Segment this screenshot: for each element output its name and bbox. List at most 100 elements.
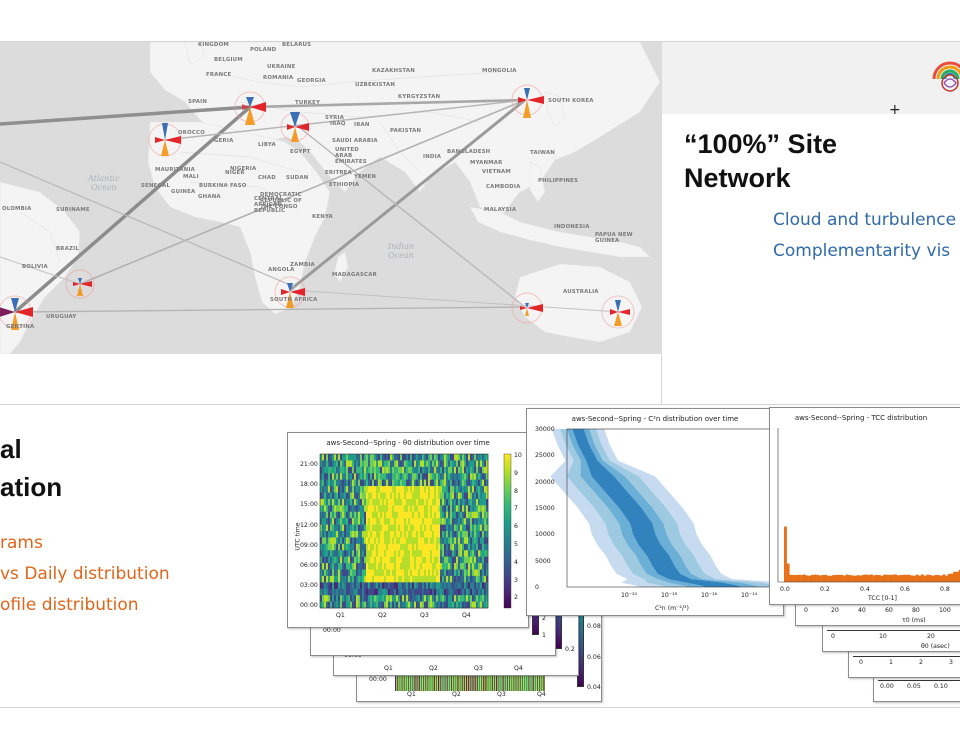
- tcc-histogram: [777, 428, 960, 583]
- q2-tick: Q2: [452, 691, 461, 698]
- colorbar-tick: 1: [542, 632, 546, 639]
- colorbar-tick: 9: [514, 469, 518, 477]
- country-label: CENTRAL AFRICAN REPUBLIC: [254, 196, 286, 214]
- bottom-item-daily: vs Daily distribution: [0, 564, 170, 584]
- country-label: UNITED ARAB EMIRATES: [335, 147, 367, 165]
- country-label: UKRAINE: [267, 64, 296, 70]
- crosshair-mark: +: [889, 102, 901, 118]
- country-label: KYRGYZSTAN: [398, 94, 441, 100]
- site-network-title: “100%” Site Network: [684, 127, 837, 195]
- tcc-distribution-plot: aws-Second--Spring - TCC distribution 0.…: [769, 407, 960, 605]
- x-tick: 0.6: [900, 586, 910, 593]
- country-label: FRANCE: [206, 72, 232, 78]
- title-line: al: [0, 434, 22, 464]
- country-label: GEORGIA: [297, 78, 326, 84]
- country-label: CHAD: [258, 175, 276, 181]
- country-label: TURKEY: [295, 100, 321, 106]
- y-tick: 10000: [535, 531, 555, 539]
- country-label: IRAN: [354, 122, 370, 128]
- y-tick: 0: [535, 584, 539, 591]
- colorbar-tick: 2: [542, 615, 546, 623]
- theta-heatmap: [319, 453, 512, 609]
- country-label: PAKISTAN: [390, 128, 422, 134]
- country-label: ANGOLA: [268, 267, 295, 273]
- ocean-label-indian: Indian Ocean: [388, 242, 414, 260]
- ocean-label: Atlantic Ocean: [88, 174, 120, 192]
- theta-axis-label: θ0 (asec): [921, 643, 950, 650]
- country-label: OLOMBIA: [2, 206, 32, 212]
- y-tick: 5000: [535, 557, 551, 565]
- country-label: MAURITANIA: [155, 167, 196, 173]
- axis-line: [853, 656, 960, 657]
- y-tick: 21:00: [300, 461, 318, 468]
- x-tick: 10⁻¹⁶: [701, 592, 718, 599]
- country-label: SYRIA: [325, 115, 345, 121]
- colorbar-tick: 0.08: [587, 623, 601, 631]
- mid-border-line: [0, 404, 960, 405]
- country-label: IRAQ: [330, 121, 346, 127]
- x-tick: Q2: [378, 612, 387, 619]
- country-label: MADAGASCAR: [332, 272, 377, 278]
- back-ylabel: 00:00: [323, 627, 341, 634]
- project-logo-icon: [930, 55, 960, 99]
- country-label: ERITREA: [325, 170, 352, 176]
- plot-title: aws-Second--Spring - θ0 distribution ove…: [326, 439, 490, 447]
- colorbar-tick: 0.2: [565, 646, 575, 653]
- tau-axis-label: τ0 (ms): [902, 617, 926, 624]
- x-tick: 20: [927, 633, 935, 640]
- x-tick: 3: [949, 659, 953, 666]
- panel-header-band: [662, 42, 960, 114]
- country-label: BELARUS: [282, 42, 312, 48]
- x-tick: 40: [858, 607, 866, 614]
- x-tick: 60: [885, 607, 893, 614]
- y-tick: 06:00: [300, 562, 318, 569]
- country-label: MONGOLIA: [482, 68, 517, 74]
- theta-distribution-plot: aws-Second--Spring - θ0 distribution ove…: [287, 432, 529, 628]
- ocean-label-atlantic: Atlantic Ocean: [88, 174, 120, 192]
- country-label: GERIA: [214, 138, 234, 144]
- country-label: EGYPT: [290, 149, 311, 155]
- country-label: LIBYA: [258, 142, 276, 148]
- q1-tick: Q1: [384, 665, 393, 672]
- country-label: SOUTH AFRICA: [270, 297, 318, 303]
- y-tick: 00:00: [300, 602, 318, 610]
- title-line: ation: [0, 472, 63, 502]
- x-tick: 1: [889, 659, 893, 666]
- y-tick: 15000: [535, 505, 555, 512]
- y-tick: 25000: [535, 452, 555, 460]
- cn2-band: [572, 429, 742, 587]
- country-label: GUINEA: [171, 189, 196, 195]
- site-network-panel: [662, 42, 960, 354]
- q3-tick: Q3: [474, 665, 483, 672]
- colorbar-tick: 0.06: [587, 653, 601, 661]
- colorbar-tick: 6: [514, 523, 518, 531]
- country-label: INDONESIA: [554, 224, 590, 230]
- country-label: KAZAKHSTAN: [372, 68, 415, 74]
- x-tick: Q1: [336, 612, 345, 619]
- y-tick: 18:00: [300, 481, 318, 489]
- section-title: al ation: [0, 430, 62, 506]
- colorbar-tick: 10: [514, 452, 522, 459]
- colorbar-tick: 0.04: [587, 684, 601, 691]
- x-tick: Q3: [420, 612, 429, 619]
- title-line: “100%” Site: [684, 129, 838, 159]
- country-label: BELGIUM: [214, 57, 243, 63]
- colorbar-tick: 2: [514, 594, 518, 602]
- site-markers: [0, 84, 635, 330]
- x-tick: 0: [831, 633, 835, 640]
- country-label: GENTINA: [6, 324, 35, 330]
- country-label: SAUDI ARABIA: [332, 138, 378, 144]
- country-label: SENEGAL: [141, 183, 171, 189]
- country-label: BANGLADESH: [447, 149, 491, 155]
- back-ylabel: 00:00: [369, 676, 387, 683]
- x-tick: 80: [912, 607, 920, 614]
- heatmap-cells: [320, 454, 489, 609]
- y-tick: 15:00: [300, 501, 318, 509]
- country-label: TAIWAN: [530, 150, 556, 156]
- country-label: PHILIPPINES: [538, 178, 579, 184]
- y-tick: 30000: [535, 426, 555, 433]
- cn2-profile: [550, 428, 783, 588]
- country-label: MYANMAR: [470, 160, 503, 166]
- country-label: KENYA: [312, 214, 333, 220]
